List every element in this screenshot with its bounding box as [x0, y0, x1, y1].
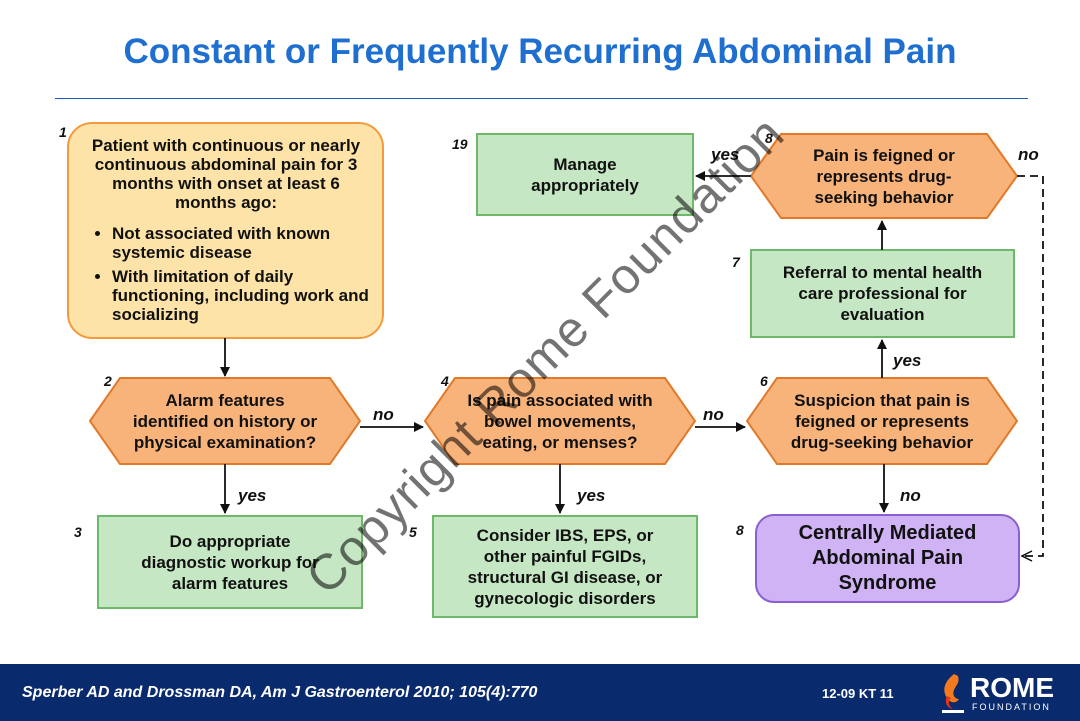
node-1-text: Patient with continuous or nearly contin… — [70, 126, 382, 336]
node-5-line: Consider IBS, EPS, or — [476, 525, 654, 545]
node-4-hexagon — [423, 377, 697, 465]
node-7-box — [750, 249, 1015, 338]
node-18-line: represents drug- — [816, 166, 952, 186]
node-8-number: 8 — [736, 522, 744, 538]
node-18-number: 8 — [765, 130, 773, 146]
node-7-text: Referral to mental health care professio… — [751, 250, 1014, 337]
node-18-text: Pain is feigned or represents drug- seek… — [769, 140, 999, 212]
slide-code: 12-09 KT 11 — [822, 686, 894, 701]
label-4-to-6-no: no — [703, 405, 724, 424]
node-4-line: eating, or menses? — [482, 432, 638, 452]
node-6-line: feigned or represents — [795, 411, 969, 431]
node-2-line: Alarm features — [165, 390, 285, 410]
label-4-to-5-yes: yes — [577, 486, 606, 505]
node-1-number: 1 — [59, 124, 67, 140]
node-3-text: Do appropriate diagnostic workup for ala… — [98, 516, 362, 608]
node-4-text: Is pain associated with bowel movements,… — [443, 385, 677, 457]
label-6-to-7-yes: yes — [893, 351, 922, 370]
slide-title: Constant or Frequently Recurring Abdomin… — [123, 32, 957, 71]
node-3-line: Do appropriate — [169, 531, 291, 551]
node-1-intro: Patient with continuous or nearly contin… — [91, 136, 361, 212]
node-4-line: Is pain associated with — [467, 390, 653, 410]
node-19-number: 19 — [452, 136, 468, 152]
node-6-line: Suspicion that pain is — [794, 390, 970, 410]
title-divider — [55, 98, 1028, 99]
label-2-to-4-no: no — [373, 405, 394, 424]
node-4-number: 4 — [441, 373, 449, 389]
node-3-number: 3 — [74, 524, 82, 540]
node-3-line: alarm features — [171, 573, 289, 593]
node-5-line: other painful FGIDs, — [483, 546, 647, 566]
edge-18-to-8-dashed — [1017, 175, 1044, 556]
node-6-number: 6 — [760, 373, 768, 389]
node-6-line: drug-seeking behavior — [790, 432, 974, 452]
logo-word: ROME — [970, 672, 1054, 703]
node-19-line: appropriately — [531, 175, 639, 195]
node-2-line: identified on history or — [132, 411, 318, 431]
node-5-number: 5 — [409, 524, 417, 540]
label-6-to-8-no: no — [900, 486, 921, 505]
node-19-box — [476, 133, 694, 216]
node-1-bullets: Not associated with known systemic disea… — [70, 224, 382, 324]
node-5-text: Consider IBS, EPS, or other painful FGID… — [433, 516, 697, 617]
label-18-to-8-no: no — [1018, 145, 1039, 164]
node-8-box — [755, 514, 1020, 603]
citation-text: Sperber AD and Drossman DA, Am J Gastroe… — [22, 684, 538, 701]
node-1-bullet: Not associated with known systemic disea… — [112, 224, 382, 262]
node-7-line: evaluation — [840, 305, 925, 324]
node-18-line: Pain is feigned or — [813, 145, 955, 165]
node-19-line: Manage — [553, 154, 617, 174]
node-6-hexagon — [745, 377, 1019, 465]
node-3-box — [97, 515, 363, 609]
node-4-line: bowel movements, — [483, 411, 637, 431]
node-7-line: care professional for — [798, 284, 967, 303]
node-2-hexagon — [88, 377, 362, 465]
logo-sub: FOUNDATION — [972, 702, 1051, 712]
node-5-box — [432, 515, 698, 618]
node-5-line: structural GI disease, or — [467, 567, 663, 587]
node-8-text: Centrally Mediated Abdominal Pain Syndro… — [756, 515, 1019, 602]
flame-icon — [942, 674, 964, 713]
node-6-text: Suspicion that pain is feigned or repres… — [765, 385, 999, 457]
node-3-line: diagnostic workup for — [141, 552, 319, 572]
label-2-to-3-yes: yes — [238, 486, 267, 505]
node-2-line: physical examination? — [133, 432, 317, 452]
node-7-line: Referral to mental health — [782, 263, 983, 282]
footer-bar: Sperber AD and Drossman DA, Am J Gastroe… — [0, 664, 1080, 721]
node-2-text: Alarm features identified on history or … — [108, 385, 342, 457]
node-2-number: 2 — [104, 373, 112, 389]
node-19-text: Manage appropriately — [477, 134, 693, 215]
flowchart — [67, 122, 1044, 618]
node-8-line: Centrally Mediated — [798, 522, 977, 544]
node-1-bullet: With limitation of daily functioning, in… — [112, 267, 382, 324]
node-8-line: Abdominal Pain — [811, 547, 964, 569]
node-18-line: seeking behavior — [814, 187, 954, 207]
node-7-number: 7 — [732, 254, 740, 270]
rome-foundation-logo: ROME FOUNDATION — [938, 672, 1063, 714]
label-18-to-19-yes: yes — [711, 145, 740, 164]
node-8-line: Syndrome — [838, 572, 937, 594]
node-5-line: gynecologic disorders — [474, 588, 656, 608]
